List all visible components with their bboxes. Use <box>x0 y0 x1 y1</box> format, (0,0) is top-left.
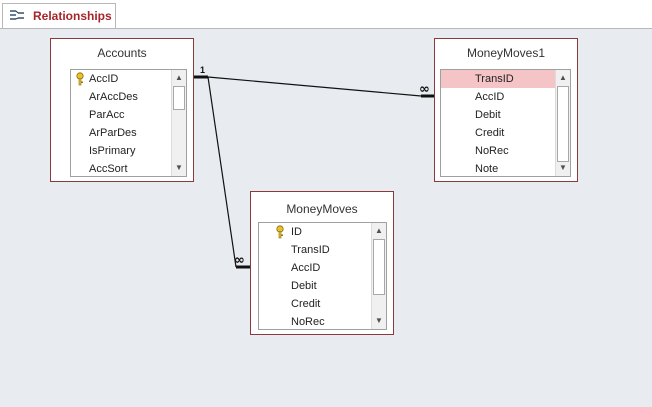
field-name: TransID <box>475 73 514 85</box>
field-row[interactable]: ID <box>259 223 372 241</box>
table-title-moneymoves[interactable]: MoneyMoves <box>286 202 358 216</box>
scroll-up-arrow-icon[interactable]: ▲ <box>559 73 567 82</box>
field-name: Debit <box>291 280 317 292</box>
field-name: ID <box>291 226 302 238</box>
field-row[interactable]: TransID <box>259 241 372 259</box>
table-moneymoves[interactable]: MoneyMoves ID TransID AccID Debit Credit… <box>250 191 394 335</box>
relationships-icon <box>10 10 24 20</box>
field-row[interactable]: Debit <box>441 106 556 124</box>
field-row[interactable]: AccSort <box>71 160 172 176</box>
field-row[interactable]: NoRec <box>441 142 556 160</box>
field-row[interactable]: ArAccDes <box>71 88 172 106</box>
field-list-moneymoves1[interactable]: TransID AccID Debit Credit NoRec Note ▲ … <box>440 69 571 177</box>
scroll-up-arrow-icon[interactable]: ▲ <box>375 226 383 235</box>
field-list-accounts[interactable]: AccID ArAccDes ParAcc ArParDes IsPrimary… <box>70 69 187 177</box>
tab-label: Relationships <box>33 9 112 23</box>
field-row[interactable]: Credit <box>441 124 556 142</box>
field-name: TransID <box>291 244 330 256</box>
field-name: Note <box>475 163 499 175</box>
field-name: Credit <box>291 298 321 310</box>
field-name: NoRec <box>475 145 509 157</box>
table-moneymoves1[interactable]: MoneyMoves1 TransID AccID Debit Credit N… <box>434 38 578 182</box>
field-name: AccSort <box>89 163 128 175</box>
field-row[interactable]: IsPrimary <box>71 142 172 160</box>
field-name: IsPrimary <box>89 145 136 157</box>
field-row[interactable]: Debit <box>259 277 372 295</box>
field-row[interactable]: Note <box>441 160 556 176</box>
table-title-moneymoves1[interactable]: MoneyMoves1 <box>466 46 546 60</box>
field-name: Credit <box>475 127 505 139</box>
field-name: AccID <box>475 91 505 103</box>
field-row[interactable]: AccID <box>259 259 372 277</box>
scroll-thumb[interactable] <box>173 86 185 110</box>
table-title-accounts[interactable]: Accounts <box>97 46 147 60</box>
scroll-down-arrow-icon[interactable]: ▼ <box>375 316 383 325</box>
table-accounts[interactable]: Accounts AccID ArAccDes ParAcc ArParDes … <box>50 38 194 182</box>
vertical-scrollbar[interactable]: ▲ ▼ <box>171 70 186 176</box>
field-row[interactable]: NoRec <box>259 313 372 329</box>
field-row[interactable]: ArParDes <box>71 124 172 142</box>
scroll-down-arrow-icon[interactable]: ▼ <box>559 163 567 172</box>
field-name: ParAcc <box>89 109 125 121</box>
scroll-thumb[interactable] <box>557 86 569 162</box>
vertical-scrollbar[interactable]: ▲ ▼ <box>371 223 386 329</box>
field-row[interactable]: AccID <box>441 88 556 106</box>
field-row[interactable]: ParAcc <box>71 106 172 124</box>
tab-relationships[interactable]: Relationships <box>2 3 116 29</box>
document-tab-bar: Relationships <box>0 0 652 29</box>
vertical-scrollbar[interactable]: ▲ ▼ <box>555 70 570 176</box>
field-name: ArParDes <box>89 127 137 139</box>
field-name: AccID <box>291 262 321 274</box>
field-list-moneymoves[interactable]: ID TransID AccID Debit Credit NoRec ▲ ▼ <box>258 222 387 330</box>
field-row[interactable]: Credit <box>259 295 372 313</box>
scroll-thumb[interactable] <box>373 239 385 295</box>
field-name: AccID <box>89 73 119 85</box>
field-name: ArAccDes <box>89 91 138 103</box>
field-name: Debit <box>475 109 501 121</box>
field-row[interactable]: AccID <box>71 70 172 88</box>
scroll-down-arrow-icon[interactable]: ▼ <box>175 163 183 172</box>
primary-key-icon <box>76 72 84 86</box>
field-row-selected[interactable]: TransID <box>441 70 556 88</box>
field-name: NoRec <box>291 316 325 328</box>
scroll-up-arrow-icon[interactable]: ▲ <box>175 73 183 82</box>
primary-key-icon <box>276 225 284 239</box>
